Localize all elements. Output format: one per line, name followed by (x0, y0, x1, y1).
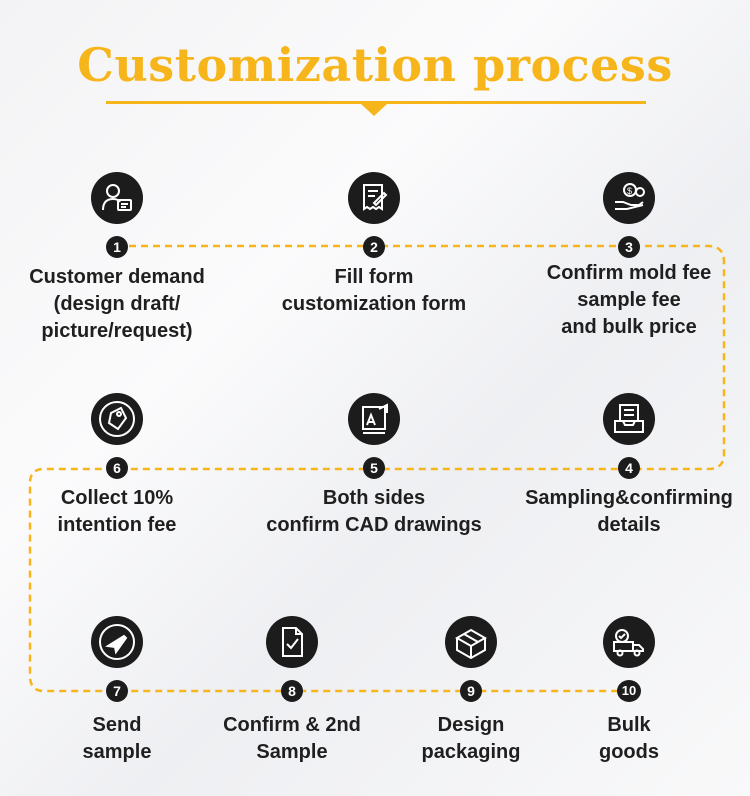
step-number: 1 (106, 236, 128, 258)
process-step-8: 8 Confirm & 2nd Sample (162, 616, 422, 766)
process-step-1: 1 Customer demand (design draft/ picture… (0, 172, 247, 345)
step-number: 9 (460, 680, 482, 702)
process-step-3: $ 3 Confirm mold fee sample fee and bulk… (499, 172, 750, 341)
process-step-9: 9 Design packaging (341, 616, 601, 766)
process-step-4: 4 Sampling&confirming details (499, 393, 750, 539)
step-number: 3 (618, 236, 640, 258)
step-label: Fill form customization form (281, 266, 467, 315)
form-edit-icon (348, 172, 400, 224)
step-label: Send sample (82, 714, 152, 763)
step-label: Confirm & 2nd Sample (223, 714, 361, 763)
inbox-document-icon (603, 393, 655, 445)
step-label: Both sides confirm CAD drawings (266, 487, 482, 536)
step-label: Sampling&confirming details (525, 487, 733, 536)
step-number: 7 (106, 680, 128, 702)
plane-icon (91, 616, 143, 668)
title-arrow-marker (361, 104, 387, 116)
tag-coin-icon (91, 393, 143, 445)
svg-text:$: $ (627, 186, 632, 196)
delivery-truck-icon (603, 616, 655, 668)
step-number: 4 (618, 457, 640, 479)
process-step-6: 6 Collect 10% intention fee (0, 393, 247, 539)
process-step-10: 10 Bulk goods (499, 616, 750, 766)
process-step-5: 5 Both sides confirm CAD drawings (244, 393, 504, 539)
document-check-icon (266, 616, 318, 668)
step-label: Design packaging (421, 714, 521, 763)
title-underline (106, 101, 646, 104)
step-label: Confirm mold fee sample fee and bulk pri… (546, 262, 712, 338)
step-number: 5 (363, 457, 385, 479)
step-number: 8 (281, 680, 303, 702)
step-number: 2 (363, 236, 385, 258)
user-document-icon (91, 172, 143, 224)
step-label: Bulk goods (599, 714, 659, 763)
blueprint-icon (348, 393, 400, 445)
page-title: Customization process (77, 38, 673, 92)
package-icon (445, 616, 497, 668)
step-label: Collect 10% intention fee (57, 487, 177, 536)
process-step-7: 7 Send sample (0, 616, 247, 766)
process-step-2: 2 Fill form customization form (244, 172, 504, 318)
step-number: 10 (617, 680, 641, 702)
step-label: Customer demand (design draft/ picture/r… (29, 266, 205, 342)
step-number: 6 (106, 457, 128, 479)
hand-coin-icon: $ (603, 172, 655, 224)
